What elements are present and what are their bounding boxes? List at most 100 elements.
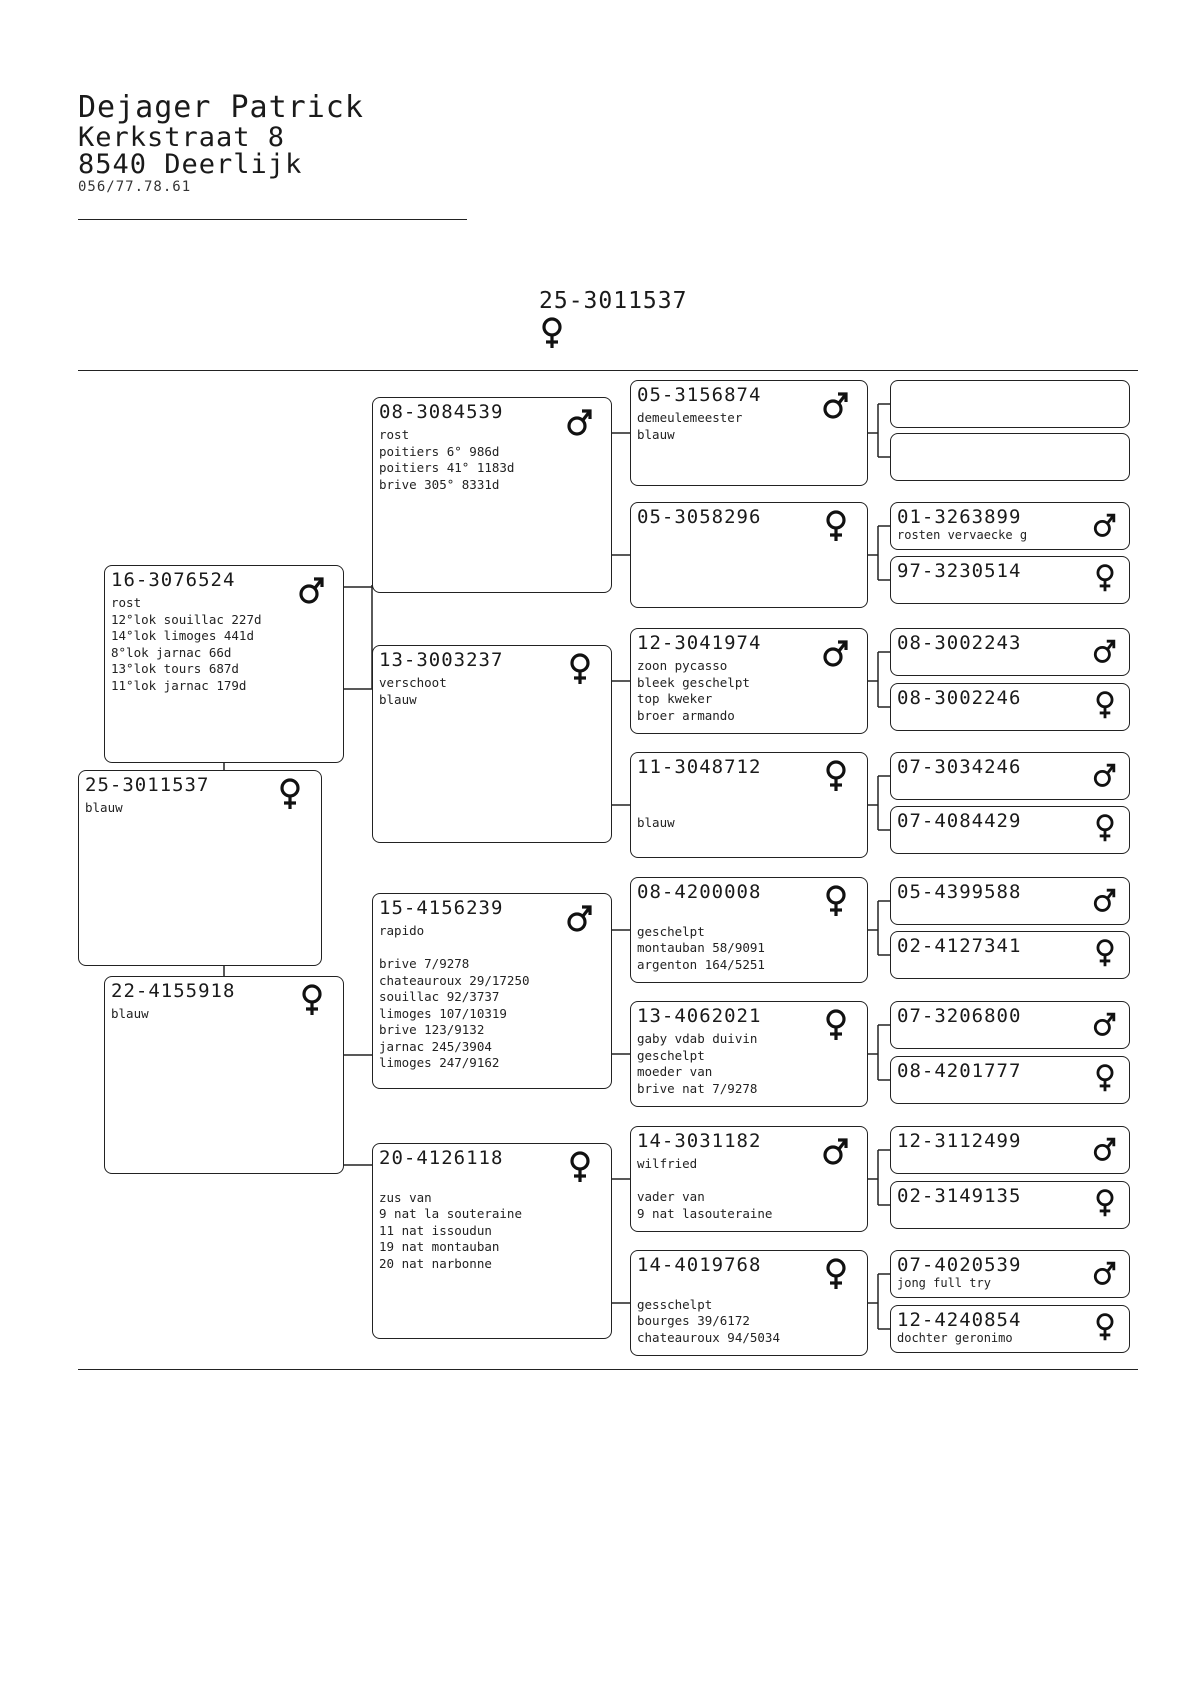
pigeon-info: verschoot blauw <box>379 675 447 707</box>
ring-number: 11-3048712 <box>637 756 762 778</box>
pigeon-info: demeulemeester blauw <box>637 410 743 442</box>
pigeon-info: gesschelpt bourges 39/6172 chateauroux 9… <box>637 1296 780 1345</box>
male-symbol-icon <box>1093 884 1117 914</box>
pigeon-info: blauw <box>637 815 675 830</box>
pedigree-box-sire: 16-3076524 rost 12°lok souillac 227d 14°l… <box>104 565 344 763</box>
ring-number: 08-3002246 <box>897 687 1022 709</box>
ring-number: 13-3003237 <box>379 649 504 671</box>
ring-number: 08-4201777 <box>897 1060 1022 1082</box>
pigeon-info: rapido brive 7/9278 chateauroux 29/17250… <box>379 923 530 1070</box>
ring-number: 07-4020539 <box>897 1254 1022 1276</box>
ring-number: 16-3076524 <box>111 569 236 591</box>
female-symbol-icon <box>1093 1188 1117 1218</box>
ring-number: 07-3206800 <box>897 1005 1022 1027</box>
female-symbol-icon <box>823 509 849 543</box>
owner-street: Kerkstraat 8 <box>78 122 286 153</box>
ring-number: 15-4156239 <box>379 897 504 919</box>
female-symbol-icon <box>1093 813 1117 843</box>
ring-number: 14-3031182 <box>637 1130 762 1152</box>
pedigree-box-dss: 08-4200008 geschelpt montauban 58/9091 a… <box>630 877 868 983</box>
female-symbol-icon <box>1093 938 1117 968</box>
ring-number: 05-3058296 <box>637 506 762 528</box>
male-symbol-icon <box>299 572 325 606</box>
ring-number: 12-4240854 <box>897 1309 1022 1331</box>
pedigree-box-sds: 12-3041974 zoon pycasso bleek geschelpt t… <box>630 628 868 734</box>
pigeon-info: blauw <box>85 800 123 815</box>
male-symbol-icon <box>1093 1133 1117 1163</box>
pigeon-info: rosten vervaecke g <box>897 528 1028 542</box>
pigeon-info: gaby vdab duivin geschelpt moeder van br… <box>637 1031 758 1096</box>
female-symbol-icon <box>299 983 325 1017</box>
pedigree-box-g4-10: 07-3206800 <box>890 1001 1130 1049</box>
sex-placeholder <box>1093 440 1117 470</box>
pedigree-box-sd: 13-3003237 verschoot blauw <box>372 645 612 843</box>
ring-number: 12-3041974 <box>637 632 762 654</box>
ring-number: 12-3112499 <box>897 1130 1022 1152</box>
pigeon-info: dochter geronimo <box>897 1331 1013 1345</box>
pigeon-info: jong full try <box>897 1276 991 1290</box>
male-symbol-icon <box>1093 1257 1117 1287</box>
pigeon-info: zus van 9 nat la souteraine 11 nat issou… <box>379 1189 522 1271</box>
male-symbol-icon <box>823 1133 849 1167</box>
owner-divider <box>78 219 467 220</box>
top-divider <box>78 370 1138 371</box>
ring-number: 08-4200008 <box>637 881 762 903</box>
ring-number: 20-4126118 <box>379 1147 504 1169</box>
pigeon-ring-number: 25-3011537 <box>539 288 688 314</box>
female-symbol-icon <box>823 1008 849 1042</box>
male-symbol-icon <box>1093 1008 1117 1038</box>
pigeon-info: zoon pycasso bleek geschelpt top kweker … <box>637 658 750 723</box>
pedigree-box-g4-12: 12-3112499 <box>890 1126 1130 1174</box>
male-symbol-icon <box>567 900 593 934</box>
pigeon-info: blauw <box>111 1006 149 1021</box>
female-symbol-icon <box>1093 1063 1117 1093</box>
female-symbol-icon <box>823 1257 849 1291</box>
ring-number: 07-4084429 <box>897 810 1022 832</box>
pedigree-box-ds: 15-4156239 rapido brive 7/9278 chateaurou… <box>372 893 612 1089</box>
pedigree-box-g4-8: 05-4399588 <box>890 877 1130 925</box>
female-symbol-icon <box>1093 1312 1117 1342</box>
female-symbol-icon <box>567 652 593 686</box>
ring-number: 02-4127341 <box>897 935 1022 957</box>
female-symbol-icon <box>539 316 565 350</box>
female-symbol-icon <box>1093 563 1117 593</box>
owner-block: Dejager Patrick Kerkstraat 8 8540 Deerli… <box>78 92 364 196</box>
pedigree-box-g4-0 <box>890 380 1130 428</box>
female-symbol-icon <box>1093 690 1117 720</box>
pedigree-box-dsd: 13-4062021 gaby vdab duivin geschelpt moe… <box>630 1001 868 1107</box>
sex-placeholder <box>1093 387 1117 417</box>
pedigree-box-g4-5: 08-3002246 <box>890 683 1130 731</box>
pedigree-box-g4-3: 97-3230514 <box>890 556 1130 604</box>
pigeon-info: rost poitiers 6° 986d poitiers 41° 1183d… <box>379 427 515 492</box>
pigeon-info: geschelpt montauban 58/9091 argenton 164… <box>637 923 765 972</box>
pedigree-box-g4-9: 02-4127341 <box>890 931 1130 979</box>
ring-number: 05-4399588 <box>897 881 1022 903</box>
pigeon-info: wilfried vader van 9 nat lasouteraine <box>637 1156 773 1221</box>
female-symbol-icon <box>567 1150 593 1184</box>
pedigree-box-g4-11: 08-4201777 <box>890 1056 1130 1104</box>
pedigree-box-ssd: 05-3058296 <box>630 502 868 608</box>
ring-number: 14-4019768 <box>637 1254 762 1276</box>
male-symbol-icon <box>567 404 593 438</box>
female-symbol-icon <box>823 759 849 793</box>
male-symbol-icon <box>1093 635 1117 665</box>
pedigree-box-sdd: 11-3048712 blauw <box>630 752 868 858</box>
ring-number: 13-4062021 <box>637 1005 762 1027</box>
pedigree-box-dd: 20-4126118 zus van 9 nat la souteraine 1… <box>372 1143 612 1339</box>
ring-number: 25-3011537 <box>85 774 210 796</box>
male-symbol-icon <box>1093 509 1117 539</box>
pigeon-info: rost 12°lok souillac 227d 14°lok limoges… <box>111 595 262 693</box>
female-symbol-icon <box>823 884 849 918</box>
owner-city: 8540 Deerlijk <box>78 149 303 180</box>
ring-number: 07-3034246 <box>897 756 1022 778</box>
ring-number: 02-3149135 <box>897 1185 1022 1207</box>
female-symbol-icon <box>277 777 303 811</box>
pedigree-box-g4-6: 07-3034246 <box>890 752 1130 800</box>
pedigree-box-dds: 14-3031182 wilfried vader van 9 nat lasou… <box>630 1126 868 1232</box>
male-symbol-icon <box>1093 759 1117 789</box>
